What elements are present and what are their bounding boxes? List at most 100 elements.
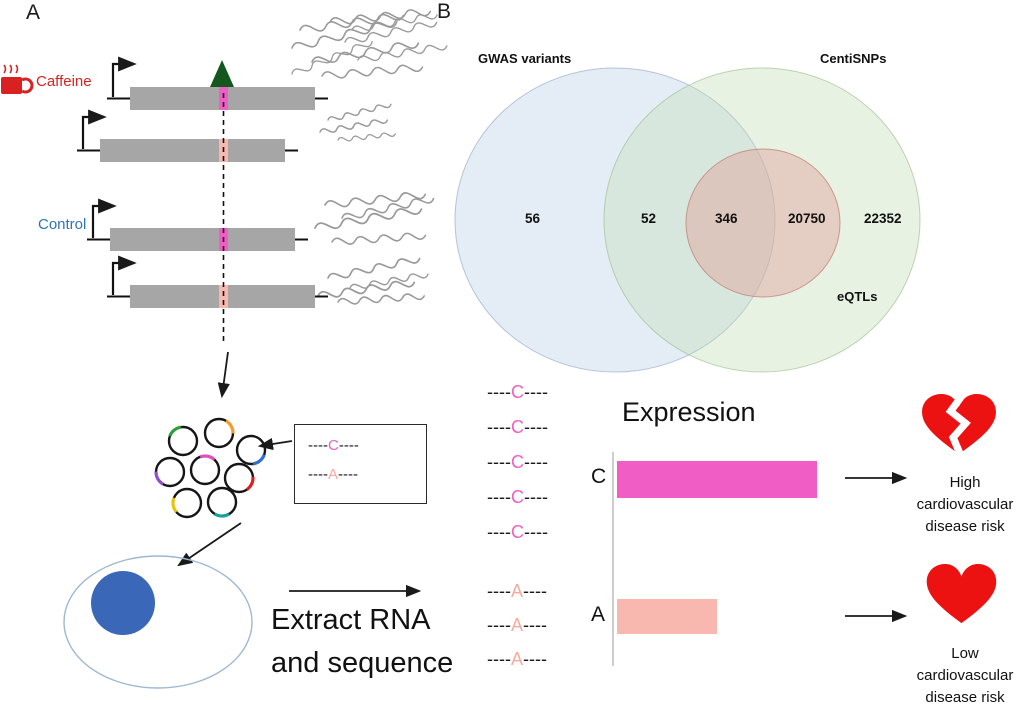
dash: ---- xyxy=(338,437,359,454)
variant-triangle-icon xyxy=(210,60,234,87)
venn-count-centisnps-eqtls: 20750 xyxy=(788,211,826,226)
coffee-cup-icon xyxy=(1,64,34,94)
venn-count-gwas-centisnps: 52 xyxy=(641,211,657,226)
cell-membrane xyxy=(63,555,253,689)
gene-construct-caffeine-2 xyxy=(77,109,298,162)
venn-label-centisnps: CentiSNPs xyxy=(820,51,887,66)
sequence-read-a: ----A---- xyxy=(487,649,547,670)
gene-construct-control-2 xyxy=(107,255,328,308)
allele-c-line: ----C---- xyxy=(308,431,426,460)
dash: ---- xyxy=(523,452,548,472)
sequence-read-c: ----C---- xyxy=(487,522,548,543)
venn-label-eqtls: eQTLs xyxy=(837,289,878,304)
a-allele-letter: A xyxy=(510,649,523,669)
plasmid xyxy=(235,434,267,466)
venn-circle-eqtls xyxy=(685,148,841,298)
dash: ---- xyxy=(523,522,548,542)
c-allele-reads: ----C---- ----C---- ----C---- ----C---- … xyxy=(487,382,548,557)
expression-bar-a xyxy=(617,599,717,634)
dash: ---- xyxy=(308,466,328,483)
plasmid xyxy=(206,486,238,518)
arrow-down-to-plasmids xyxy=(217,351,230,399)
promoter-arrow-icon xyxy=(111,255,137,295)
bar-label-c: C xyxy=(591,465,607,488)
panel-b-label: B xyxy=(437,0,452,23)
allele-a-line: ----A---- xyxy=(308,460,426,489)
dash: ---- xyxy=(338,466,358,483)
plasmid-cluster xyxy=(154,417,267,519)
dash: ---- xyxy=(523,417,548,437)
dash: ---- xyxy=(487,615,511,635)
dash: ---- xyxy=(523,649,547,669)
c-allele-letter: C xyxy=(510,382,524,402)
dash: ---- xyxy=(308,437,328,454)
rna-transcripts-control-2 xyxy=(316,254,430,306)
a-allele-reads: ----A---- ----A---- ----A---- xyxy=(487,581,547,683)
dash: ---- xyxy=(487,452,511,472)
rna-transcripts-caffeine-2 xyxy=(318,101,397,143)
control-label: Control xyxy=(38,216,87,233)
rna-transcripts-caffeine-1 xyxy=(290,7,449,81)
high-risk-line-1: High xyxy=(949,474,981,491)
dash: ---- xyxy=(523,615,547,635)
promoter-arrow-icon xyxy=(81,109,107,149)
plasmid xyxy=(189,454,221,486)
panel-a-label: A xyxy=(26,1,41,24)
gene-construct-caffeine-1 xyxy=(107,56,328,110)
venn-circle-centisnps xyxy=(603,67,921,373)
sequence-read-a: ----A---- xyxy=(487,581,547,602)
promoter-arrow-icon xyxy=(111,56,137,97)
venn-diagram xyxy=(454,67,921,373)
variant-site-c xyxy=(219,87,228,110)
dash: ---- xyxy=(487,581,511,601)
dash: ---- xyxy=(523,581,547,601)
plasmid xyxy=(171,487,203,519)
low-risk-line-2: cardiovascular xyxy=(916,667,1014,684)
high-risk-line-3: disease risk xyxy=(925,518,1005,535)
plasmid xyxy=(167,425,199,457)
extract-rna-caption: Extract RNA and sequence xyxy=(271,599,453,685)
broken-heart-icon xyxy=(922,392,996,457)
a-allele-letter: A xyxy=(327,466,338,483)
venn-label-gwas: GWAS variants xyxy=(478,51,572,66)
extract-line-2: and sequence xyxy=(271,647,454,679)
bar-label-a: A xyxy=(591,603,606,626)
gene-construct-control-1 xyxy=(87,198,308,251)
cell xyxy=(63,555,253,689)
low-risk-line-3: disease risk xyxy=(925,689,1005,706)
venn-count-centisnps-only: 22352 xyxy=(864,211,902,226)
venn-circle-gwas xyxy=(454,67,776,373)
cell-nucleus xyxy=(91,571,155,635)
sequence-read-c: ----C---- xyxy=(487,417,548,438)
dash: ---- xyxy=(487,522,511,542)
sequence-read-c: ----C---- xyxy=(487,487,548,508)
sequence-read-c: ----C---- xyxy=(487,382,548,403)
dash: ---- xyxy=(487,649,511,669)
dash: ---- xyxy=(487,487,511,507)
c-allele-letter: C xyxy=(327,437,339,454)
expression-title: Expression xyxy=(622,397,756,427)
c-allele-letter: C xyxy=(510,522,524,542)
high-risk-line-2: cardiovascular xyxy=(916,496,1014,513)
c-allele-letter: C xyxy=(510,417,524,437)
c-allele-letter: C xyxy=(510,487,524,507)
dash: ---- xyxy=(487,382,511,402)
low-risk-line-1: Low xyxy=(951,645,979,662)
c-allele-letter: C xyxy=(510,452,524,472)
expression-bar-c xyxy=(617,461,817,498)
sequence-read-a: ----A---- xyxy=(487,615,547,636)
dash: ---- xyxy=(523,487,548,507)
allele-legend-box: ----C---- ----A---- xyxy=(294,424,427,504)
dash: ---- xyxy=(523,382,548,402)
variant-site-a xyxy=(219,285,228,308)
low-risk-caption: Low cardiovascular disease risk xyxy=(899,643,1024,709)
venn-count-gwas-only: 56 xyxy=(525,211,541,226)
promoter-arrow-icon xyxy=(91,198,117,238)
a-allele-letter: A xyxy=(510,581,523,601)
caffeine-label: Caffeine xyxy=(36,73,92,90)
high-risk-caption: High cardiovascular disease risk xyxy=(899,472,1024,538)
rna-transcripts-control-1 xyxy=(313,190,436,247)
heart-icon xyxy=(926,563,997,624)
a-allele-letter: A xyxy=(510,615,523,635)
